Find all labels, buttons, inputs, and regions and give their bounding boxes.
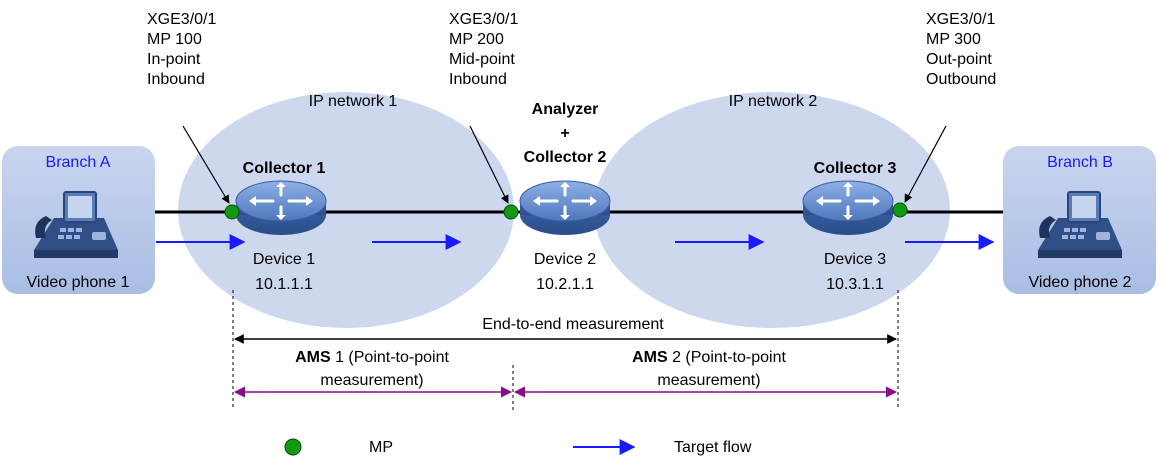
mp-100-id: MP 100 (147, 31, 202, 48)
ams-1-label-line1: AMS 1 (Point-to-point (295, 349, 449, 366)
branch-a-title: Branch A (46, 154, 111, 171)
collector-2-label: Collector 2 (524, 149, 607, 166)
device-2-ip: 10.2.1.1 (536, 276, 594, 293)
device-1-ip: 10.1.1.1 (255, 276, 313, 293)
mp-100-point: In-point (147, 51, 201, 68)
mp-300-id: MP 300 (926, 31, 981, 48)
ams-1-label-bold: AMS (295, 349, 331, 366)
device-3-router (801, 179, 895, 237)
ams-2-label-rest: 2 (Point-to-point (668, 349, 787, 366)
analyzer-label: Analyzer (532, 101, 599, 118)
ams-1-label-line2: measurement) (320, 372, 423, 389)
mp-300-interface: XGE3/0/1 (926, 11, 995, 28)
mp-300-dot (892, 202, 908, 218)
mp-200-pointer (469, 125, 509, 204)
video-phone-2-label: Video phone 2 (1029, 274, 1132, 291)
ams-2-label-line1: AMS 2 (Point-to-point (632, 349, 786, 366)
legend-flow-label: Target flow (674, 439, 752, 456)
mp-100-interface: XGE3/0/1 (147, 11, 216, 28)
analyzer-plus: + (560, 125, 569, 142)
mp-100-pointer (182, 125, 230, 204)
mp-200-interface: XGE3/0/1 (449, 11, 518, 28)
device-1-router (234, 179, 328, 237)
collector-3-label: Collector 3 (814, 160, 897, 177)
mp-200-dot (503, 204, 519, 220)
ip-network-1-cloud (178, 92, 514, 328)
device-2-name: Device 2 (534, 251, 596, 268)
ams-2-label-bold: AMS (632, 349, 668, 366)
ams-1-label-rest: 1 (Point-to-point (331, 349, 450, 366)
mp-200-point: Mid-point (449, 51, 515, 68)
video-phone-1-label: Video phone 1 (27, 274, 130, 291)
ams-2-label-line2: measurement) (657, 372, 760, 389)
ip-network-2-label: IP network 2 (729, 93, 818, 110)
branch-b-title: Branch B (1047, 154, 1113, 171)
device-1-name: Device 1 (253, 251, 315, 268)
mp-100-dot (224, 204, 240, 220)
mp-200-id: MP 200 (449, 31, 504, 48)
mp-100-direction: Inbound (147, 71, 205, 88)
mp-300-point: Out-point (926, 51, 992, 68)
device-2-router (518, 179, 612, 237)
collector-1-label: Collector 1 (243, 160, 326, 177)
mp-300-direction: Outbound (926, 71, 996, 88)
device-3-ip: 10.3.1.1 (826, 276, 884, 293)
ip-network-1-label: IP network 1 (309, 93, 398, 110)
mp-300-pointer (904, 125, 947, 203)
ip-network-2-cloud (594, 92, 950, 328)
end-to-end-label: End-to-end measurement (482, 316, 664, 333)
mp-200-direction: Inbound (449, 71, 507, 88)
legend-mp-label: MP (369, 439, 393, 456)
device-3-name: Device 3 (824, 251, 886, 268)
legend-mp-dot (284, 438, 302, 456)
